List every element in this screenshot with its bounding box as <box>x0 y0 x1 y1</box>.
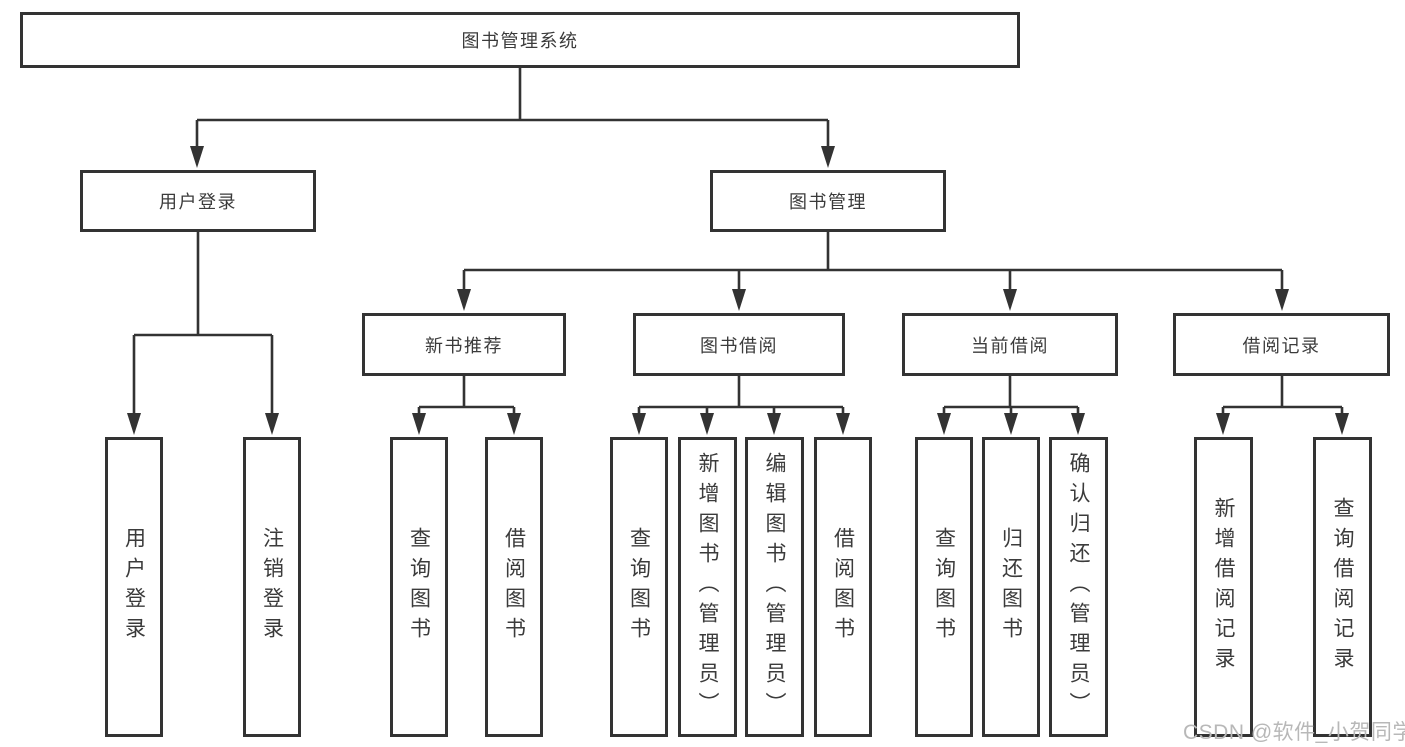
root-node-library-system: 图书管理系统 <box>20 12 1020 68</box>
node-borrow-records: 借阅记录 <box>1173 313 1390 376</box>
leaf-add-book-admin: 新增图书（管理员） <box>678 437 737 737</box>
leaf-borrow-books: 借阅图书 <box>814 437 872 737</box>
leaf-edit-book-admin: 编辑图书（管理员） <box>745 437 804 737</box>
leaf-return-book: 归还图书 <box>982 437 1040 737</box>
node-book-management: 图书管理 <box>710 170 946 232</box>
node-new-book-recommend: 新书推荐 <box>362 313 566 376</box>
node-current-borrow: 当前借阅 <box>902 313 1118 376</box>
leaf-query-books-recommend: 查询图书 <box>390 437 448 737</box>
leaf-query-borrow-record: 查询借阅记录 <box>1313 437 1372 737</box>
leaf-query-books-current: 查询图书 <box>915 437 973 737</box>
leaf-confirm-return-admin: 确认归还（管理员） <box>1049 437 1108 737</box>
csdn-watermark: CSDN @软件_小贺同学 <box>1183 721 1405 744</box>
node-user-login: 用户登录 <box>80 170 316 232</box>
leaf-logout: 注销登录 <box>243 437 301 737</box>
leaf-user-login: 用户登录 <box>105 437 163 737</box>
leaf-add-borrow-record: 新增借阅记录 <box>1194 437 1253 737</box>
node-book-borrow: 图书借阅 <box>633 313 845 376</box>
leaf-borrow-books-recommend: 借阅图书 <box>485 437 543 737</box>
leaf-query-books-borrow: 查询图书 <box>610 437 668 737</box>
